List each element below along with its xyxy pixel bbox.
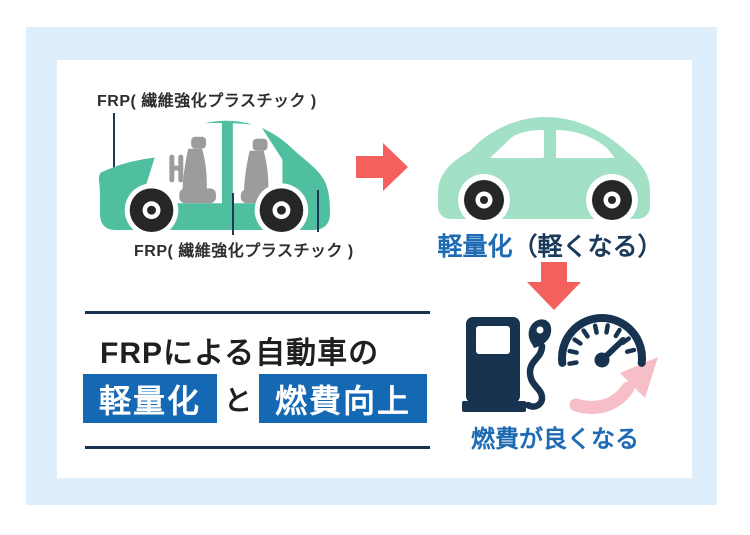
pointer-line-front xyxy=(113,113,115,179)
front-wheel xyxy=(458,174,510,226)
front-window xyxy=(490,130,544,158)
gauge-arc xyxy=(558,314,646,367)
gauge-ticks xyxy=(567,323,637,366)
steering-wheel xyxy=(169,154,184,183)
front-seat xyxy=(179,136,216,204)
rear-wheel xyxy=(586,174,638,226)
title-divider-top xyxy=(85,311,430,314)
title-connector: と xyxy=(224,384,253,416)
speedometer-icon xyxy=(558,314,658,414)
b-pillar xyxy=(221,122,233,205)
lightweight-caption-highlight: 軽量化 xyxy=(437,233,513,261)
title-highlight-row: 軽量化 と 燃費向上 xyxy=(83,374,428,423)
rear-window xyxy=(556,130,615,158)
frp-label-top: FRP( 繊維強化プラスチック ) xyxy=(97,93,317,110)
fuel-pump-icon xyxy=(462,317,552,412)
front-wheel xyxy=(124,183,179,235)
gauge-hub xyxy=(594,352,610,368)
pointer-line-sill xyxy=(232,193,234,235)
arrow-right-icon xyxy=(356,143,408,191)
title-divider-bottom xyxy=(85,446,430,449)
lightweight-caption-note: （軽くなる） xyxy=(512,233,663,261)
rear-wheel xyxy=(254,183,309,235)
title-line1: FRPによる自動車の xyxy=(100,337,380,370)
nozzle-slot xyxy=(536,326,544,334)
pump-nozzle xyxy=(528,319,552,348)
title-box-fuel: 燃費向上 xyxy=(259,374,428,423)
pump-hose xyxy=(524,342,546,410)
arrow-down-icon xyxy=(527,262,581,310)
car-cutaway-icon xyxy=(98,120,331,235)
fuel-caption: 燃費が良くなる xyxy=(471,426,639,453)
car-silhouette-icon xyxy=(438,117,650,226)
frp-label-bottom: FRP( 繊維強化プラスチック ) xyxy=(134,243,354,260)
title-box-lightweight: 軽量化 xyxy=(83,374,218,423)
lightweight-caption: 軽量化（軽くなる） xyxy=(420,227,680,263)
pump-base xyxy=(462,401,526,412)
pump-window xyxy=(476,326,510,354)
curved-up-arrow-icon xyxy=(569,357,658,414)
pointer-line-rear xyxy=(317,190,319,232)
